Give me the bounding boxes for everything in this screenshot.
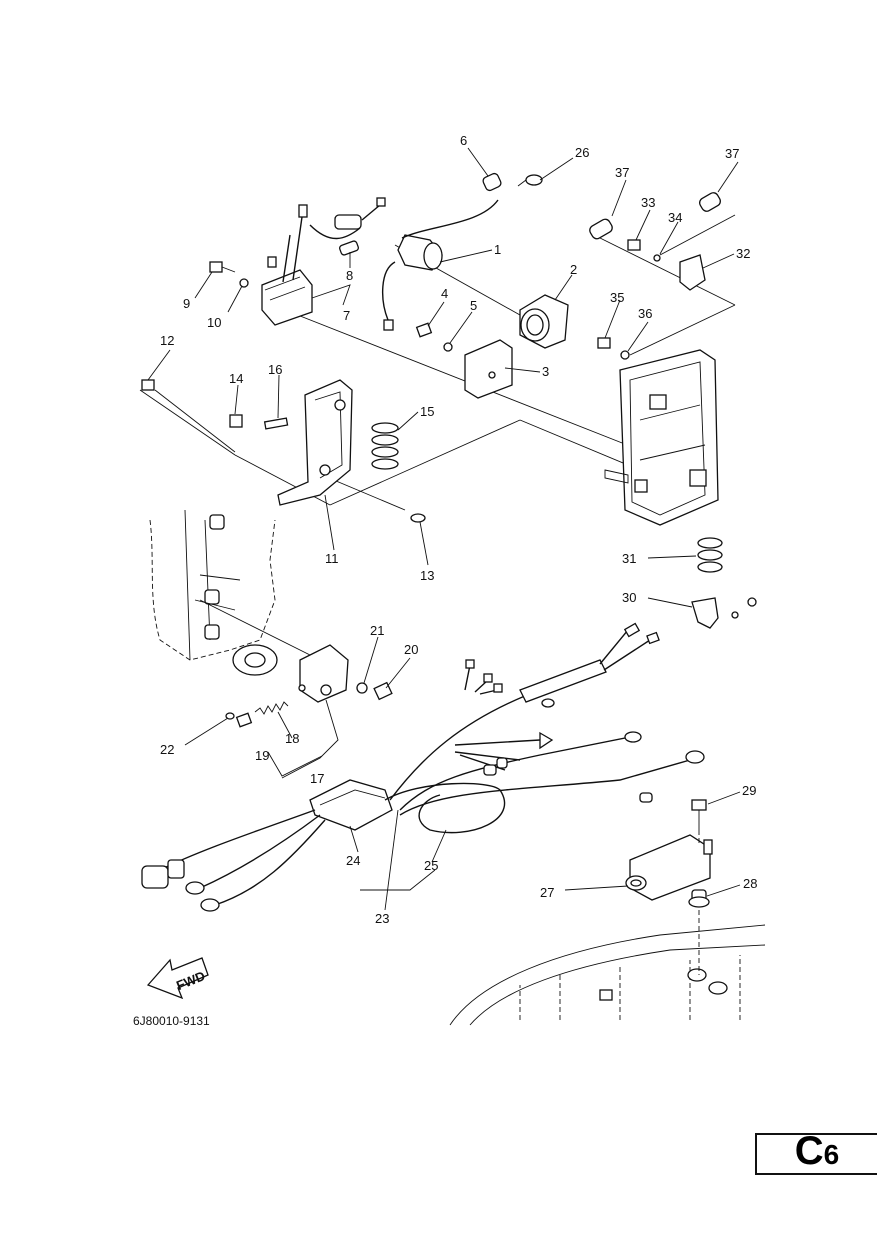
callout-3: 3 (542, 364, 549, 379)
part-29-bolt (691, 799, 707, 845)
callout-33: 33 (641, 195, 655, 210)
part-12-strap (141, 379, 236, 453)
callout-30: 30 (622, 590, 636, 605)
callout-10: 10 (207, 315, 221, 330)
callout-6: 6 (460, 133, 467, 148)
part-11-bracket (277, 379, 353, 506)
callout-34: 34 (668, 210, 682, 225)
callout-27: 27 (540, 885, 554, 900)
callout-35: 35 (610, 290, 624, 305)
callout-1: 1 (494, 242, 501, 257)
callout-20: 20 (404, 642, 418, 657)
callout-24: 24 (346, 853, 360, 868)
callout-numbers: 1 2 3 4 5 6 7 8 9 10 11 12 13 14 15 16 1… (160, 133, 757, 926)
callout-12: 12 (160, 333, 174, 348)
callout-14: 14 (229, 371, 243, 386)
callout-21: 21 (370, 623, 384, 638)
electrical-box-housing (604, 349, 719, 526)
callout-31: 31 (622, 551, 636, 566)
part-19-plate (235, 712, 253, 728)
part-18-spring (254, 701, 289, 715)
part-27-unit (625, 834, 713, 901)
part-6-cap (482, 172, 543, 192)
callout-7: 7 (343, 308, 350, 323)
part-22-clip (225, 712, 235, 720)
callout-4: 4 (441, 286, 448, 301)
callout-5: 5 (470, 298, 477, 313)
part-21-washer (356, 682, 368, 694)
part-13-clip (410, 513, 426, 523)
drawing-code: 6J80010-9131 (133, 1014, 210, 1028)
page-tag-letter: C (794, 1129, 824, 1173)
callout-29: 29 (742, 783, 756, 798)
callout-16: 16 (268, 362, 282, 377)
callout-11: 11 (325, 551, 339, 566)
part-31-spring (697, 537, 723, 573)
wire-harness (141, 622, 705, 912)
callout-8: 8 (346, 268, 353, 283)
part-3-bracket (464, 339, 513, 399)
callout-15: 15 (420, 404, 434, 419)
callout-36: 36 (638, 306, 652, 321)
callout-13: 13 (420, 568, 434, 583)
fasteners (209, 239, 661, 430)
part-20-bolt (373, 681, 393, 701)
callout-2: 2 (570, 262, 577, 277)
part-starter-relay (381, 199, 499, 331)
part-37-caps (589, 192, 721, 240)
callout-37b: 37 (725, 146, 739, 161)
callout-28: 28 (743, 876, 757, 891)
callout-19: 19 (255, 748, 269, 763)
part-2-holder (519, 294, 569, 349)
callout-37a: 37 (615, 165, 629, 180)
lower-cowling-outline (449, 924, 766, 1026)
callout-22: 22 (160, 742, 174, 757)
callout-32: 32 (736, 246, 750, 261)
part-rectifier (261, 197, 386, 326)
part-17-switch (298, 644, 349, 703)
callout-26: 26 (575, 145, 589, 160)
part-28-collar (688, 889, 710, 975)
callout-23: 23 (375, 911, 389, 926)
engine-block-left (149, 509, 278, 676)
callout-18: 18 (285, 731, 299, 746)
part-15-spring (371, 422, 399, 470)
fwd-arrow-icon: FWD (146, 957, 209, 1000)
part-30-bracket (691, 597, 757, 629)
callout-9: 9 (183, 296, 190, 311)
page-tag-number: 6 (823, 1139, 840, 1170)
page-tag: C 6 (755, 1129, 877, 1175)
callout-25: 25 (424, 858, 438, 873)
part-32-clamp (679, 254, 706, 291)
callout-leaders (147, 147, 741, 911)
callout-17: 17 (310, 771, 324, 786)
